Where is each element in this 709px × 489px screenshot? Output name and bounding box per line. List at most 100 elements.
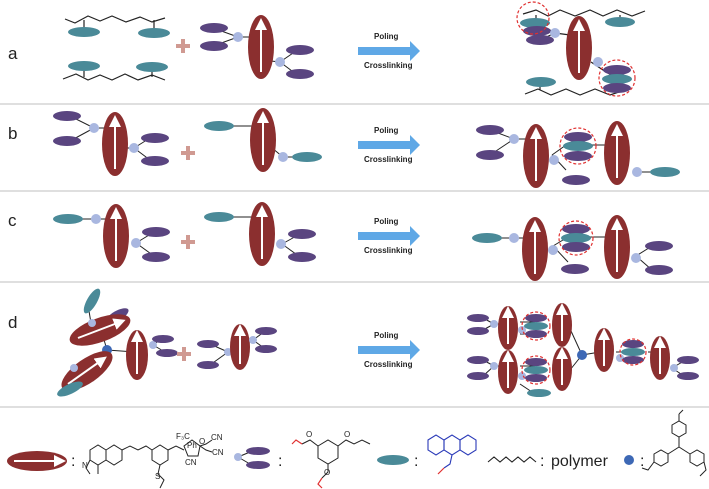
purple-pendant xyxy=(603,65,631,75)
purple-pendant xyxy=(288,252,316,262)
teal-pendant xyxy=(524,322,548,330)
structure-atom-label: N xyxy=(82,461,88,470)
purple-pendant xyxy=(288,229,316,239)
row-c: c Poling Crosslinking xyxy=(8,202,673,281)
purple-pendant xyxy=(525,374,547,382)
plus-sign xyxy=(181,146,195,160)
process-arrow: Poling Crosslinking xyxy=(358,217,420,255)
teal-pendant xyxy=(68,61,100,71)
purple-pendant xyxy=(677,356,699,364)
node xyxy=(632,167,642,177)
purple-pendant xyxy=(523,26,551,36)
node xyxy=(89,123,99,133)
purple-pendant xyxy=(200,41,228,51)
teal-pendant xyxy=(138,28,170,38)
node xyxy=(670,364,678,372)
legend-colon: : xyxy=(278,453,282,470)
teal-pendant xyxy=(563,141,593,151)
purple-pendant xyxy=(564,151,592,161)
purple-pendant xyxy=(467,314,489,322)
teal-pendant xyxy=(136,62,168,72)
purple-pendant xyxy=(561,264,589,274)
teal-pendant xyxy=(621,348,645,356)
node xyxy=(275,57,285,67)
arrow-label-top: Poling xyxy=(374,331,399,340)
purple-pendant xyxy=(525,330,547,338)
purple-pendant xyxy=(53,136,81,146)
arrow-label-bottom: Crosslinking xyxy=(364,61,413,70)
structure-atom-label: O xyxy=(199,437,205,446)
structure-atom-label: O xyxy=(306,430,312,439)
dipole-arrow xyxy=(77,318,126,339)
purple-pendant xyxy=(562,224,590,234)
node xyxy=(276,239,286,249)
acrylate-vinyl-icon xyxy=(291,439,323,489)
crosslink-highlight xyxy=(516,1,550,35)
purple-pendant xyxy=(197,340,219,348)
teal-pendant xyxy=(526,77,556,87)
purple-pendant xyxy=(152,335,174,343)
row-d-label: d xyxy=(8,313,17,332)
arrow-label-top: Poling xyxy=(374,32,399,41)
legend-colon: : xyxy=(540,453,544,470)
teal-pendant xyxy=(83,288,101,314)
purple-pendant xyxy=(562,242,590,252)
process-arrow: Poling Crosslinking xyxy=(358,32,420,70)
plus-sign xyxy=(177,347,191,361)
node xyxy=(278,152,288,162)
teal-pendant xyxy=(561,233,591,243)
triphenylmethane-structure-icon xyxy=(641,409,707,477)
purple-pendant xyxy=(525,314,547,322)
structure-atom-label: CN xyxy=(211,433,223,442)
arrow-label-top: Poling xyxy=(374,217,399,226)
row-separators xyxy=(0,103,709,408)
node xyxy=(593,57,603,67)
legend-teal-symbol xyxy=(377,455,409,465)
teal-pendant xyxy=(57,381,83,397)
purple-pendant xyxy=(603,83,631,93)
row-a-label: a xyxy=(8,44,18,63)
purple-pendant xyxy=(622,356,644,364)
process-arrow: Poling Crosslinking xyxy=(358,126,420,164)
teal-pendant xyxy=(650,167,680,177)
arrow-label-top: Poling xyxy=(374,126,399,135)
node xyxy=(149,341,157,349)
node xyxy=(490,362,498,370)
teal-pendant xyxy=(68,27,100,37)
arrow-label-bottom: Crosslinking xyxy=(364,246,413,255)
crosslink-highlight xyxy=(521,355,551,385)
purple-pendant xyxy=(645,241,673,251)
purple-pendant xyxy=(525,358,547,366)
row-d: d xyxy=(8,288,699,397)
chromophore-structure-icon xyxy=(85,439,213,489)
legend-polymer-label: polymer xyxy=(551,453,609,470)
legend: : N S F₃C Ph O CN CN CN xyxy=(7,409,707,489)
node xyxy=(509,233,519,243)
purple-pendant xyxy=(467,372,489,380)
legend-polymer-chain xyxy=(487,456,537,463)
legend-center-node-symbol xyxy=(624,455,634,465)
purple-pendant xyxy=(156,349,178,357)
node xyxy=(70,364,78,372)
legend-colon: : xyxy=(640,453,644,470)
crosslink-highlight xyxy=(558,220,594,256)
node xyxy=(549,155,559,165)
purple-pendant xyxy=(677,372,699,380)
structure-atom-label: Ph xyxy=(187,441,197,450)
purple-pendant xyxy=(200,23,228,33)
structure-atom-label: CN xyxy=(212,448,224,457)
node xyxy=(550,28,560,38)
purple-pendant xyxy=(622,340,644,348)
polymer-chains-a xyxy=(62,15,166,81)
purple-pendant xyxy=(255,345,277,353)
dipole-arrow xyxy=(67,356,107,385)
node xyxy=(88,319,96,327)
purple-pendant xyxy=(562,175,590,185)
purple-pendant xyxy=(476,150,504,160)
center-node xyxy=(577,350,587,360)
node xyxy=(233,32,243,42)
teal-pendant xyxy=(472,233,502,243)
purple-pendant xyxy=(645,265,673,275)
structure-atom-label: CN xyxy=(185,458,197,467)
